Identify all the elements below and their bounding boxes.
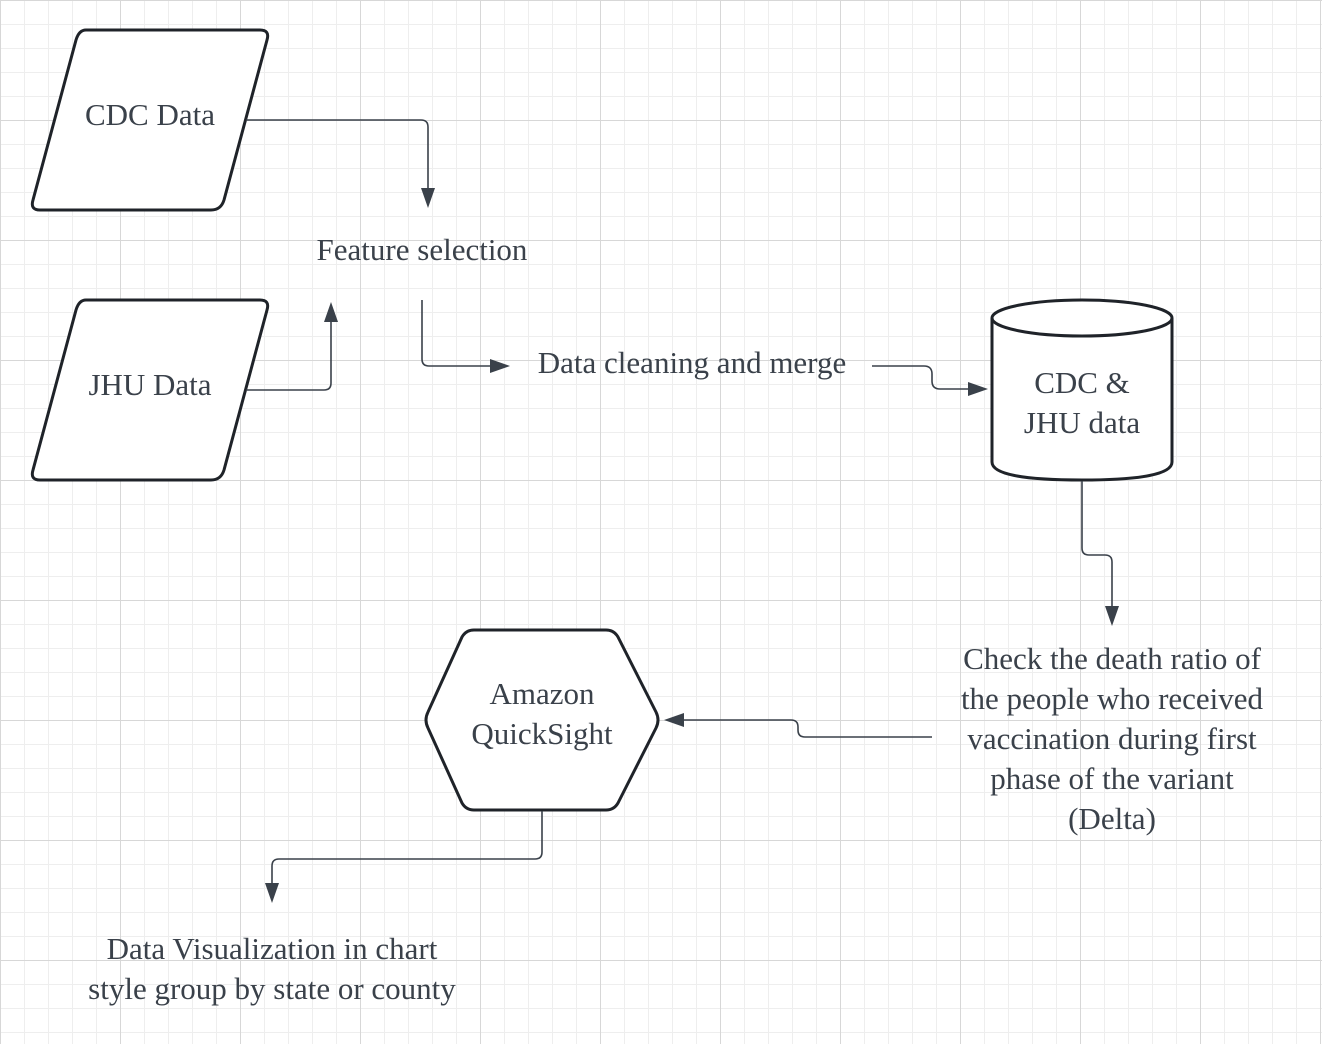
check-line3: vaccination during first xyxy=(967,721,1257,756)
connector-quicksight-to-visualization xyxy=(271,811,543,885)
connector-cdc-to-feature xyxy=(246,119,429,190)
arrowhead-cleaning-to-database xyxy=(968,382,988,396)
connector-feature-to-cleaning xyxy=(421,300,492,367)
arrowhead-cdc-to-feature xyxy=(421,188,435,208)
database-label-line2: JHU data xyxy=(1023,405,1141,440)
jhu-data-text: JHU Data xyxy=(88,367,212,402)
check-line1: Check the death ratio of xyxy=(963,641,1261,676)
connector-check-to-quicksight xyxy=(682,719,932,738)
connector-jhu-to-feature xyxy=(246,320,332,391)
database-cylinder-body[interactable] xyxy=(990,318,1174,482)
arrowhead-feature-to-cleaning xyxy=(490,359,510,373)
feature-selection-text: Feature selection xyxy=(316,232,528,267)
cdc-data-text: CDC Data xyxy=(84,97,215,132)
check-line5: (Delta) xyxy=(1068,801,1156,836)
cdc-data-shape[interactable] xyxy=(30,28,270,212)
feature-selection-label[interactable]: Feature selection xyxy=(272,230,572,270)
data-cleaning-label[interactable]: Data cleaning and merge xyxy=(512,343,872,383)
database-label-line1: CDC & xyxy=(1034,365,1130,400)
arrowhead-quicksight-to-visualization xyxy=(265,883,279,903)
data-cleaning-text: Data cleaning and merge xyxy=(537,345,847,380)
quicksight-line2: QuickSight xyxy=(471,716,613,751)
arrowhead-database-to-check xyxy=(1105,606,1119,626)
visualization-label[interactable]: Data Visualization in chart style group … xyxy=(52,929,492,1009)
quicksight-hexagon[interactable] xyxy=(424,628,660,812)
check-death-ratio-label[interactable]: Check the death ratio of the people who … xyxy=(932,639,1292,839)
connector-database-to-check xyxy=(1081,481,1113,608)
visualization-line1: Data Visualization in chart xyxy=(106,931,438,966)
connector-cleaning-to-database xyxy=(872,365,970,390)
jhu-data-label: JHU Data xyxy=(50,365,250,405)
check-line4: phase of the variant xyxy=(990,761,1234,796)
database-label: CDC & JHU data xyxy=(992,363,1172,443)
cdc-data-label: CDC Data xyxy=(50,95,250,135)
jhu-data-shape[interactable] xyxy=(30,298,270,482)
quicksight-label: Amazon QuickSight xyxy=(432,674,652,754)
quicksight-line1: Amazon xyxy=(489,676,595,711)
arrowhead-jhu-to-feature xyxy=(324,302,338,322)
database-cylinder-top xyxy=(990,298,1174,338)
visualization-line2: style group by state or county xyxy=(88,971,456,1006)
check-line2: the people who received xyxy=(960,681,1264,716)
arrowhead-check-to-quicksight xyxy=(664,713,684,727)
